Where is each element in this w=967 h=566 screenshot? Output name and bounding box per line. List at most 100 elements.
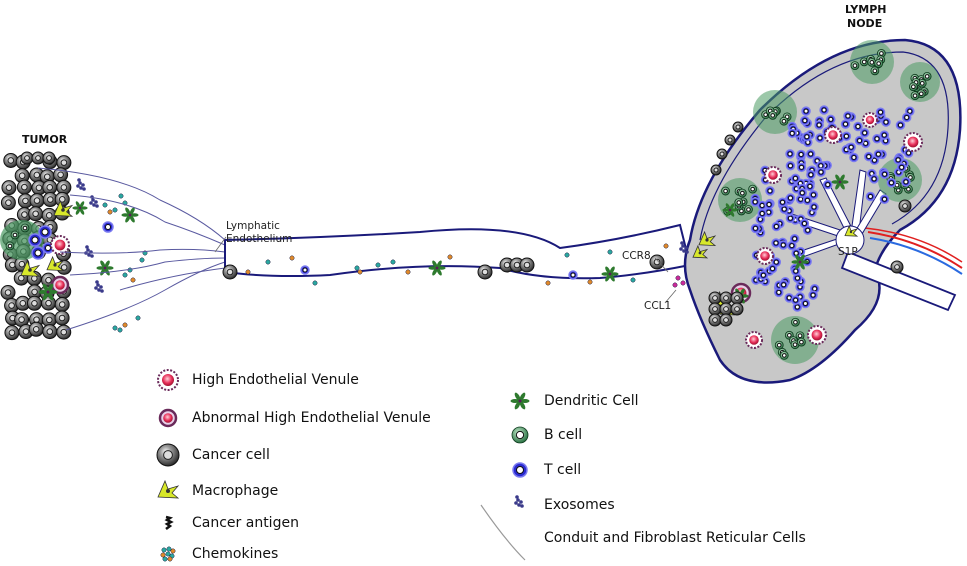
chemokine [354,265,360,271]
chemokine [166,546,172,552]
cancer-cell [42,324,58,340]
t-cell [785,193,796,203]
lymphatic-capillaries [37,167,226,331]
t-cell [816,167,826,177]
t-cell [806,169,816,180]
lymphatic-vessel [224,223,692,280]
cancer-cell [20,151,34,165]
macrophage [46,255,65,272]
t-cell [895,120,906,130]
b-cell [922,71,932,81]
b-cell [795,331,805,341]
high-endothelial-venule-icon [156,368,180,392]
hev [745,331,763,349]
macrophage [844,224,859,237]
chemokine [139,257,145,263]
t-cell [796,149,806,160]
t-cell [886,177,897,188]
cancer-cell [708,291,722,305]
legend-item-abnormal-hev: Abnormal High Endothelial Venule [156,406,431,430]
cancer-cell [710,164,722,176]
cancer-cell [54,191,70,207]
b-cell [737,188,747,198]
b-cell [874,59,884,68]
chemokine [390,259,396,265]
legend-item-macrophage: Macrophage [156,479,278,503]
cancer-cell [730,302,744,316]
t-cell [568,270,578,280]
t-cell [875,107,886,117]
cancer-cell [56,155,72,171]
legend-item-hev: High Endothelial Venule [156,368,359,392]
cancer-cell [26,295,42,311]
t-cell [800,298,811,309]
t-cell [38,225,52,239]
legend-item-b-cell: B cell [508,423,582,447]
cancer-antigen-icon [156,511,180,535]
chemokine [680,280,686,286]
t-cell [799,218,810,229]
lymphatic-endothelium-label-line2: Endothelium [226,233,293,245]
cancer-cell [13,270,29,286]
t-cell [823,179,833,190]
t-cell [787,128,797,139]
chemokine [357,269,363,275]
chemokine [165,551,171,557]
hev [50,235,70,255]
legend-item-conduit: Conduit and Fibroblast Reticular Cells [508,526,806,550]
cancer-cell [17,193,33,209]
exosome [679,241,689,254]
chemokine [161,547,167,553]
t-cell [809,202,819,212]
t-cell [790,173,801,184]
t-cell [859,128,870,138]
dendritic-cell [72,201,88,215]
b-cell [797,337,806,347]
t-cell [778,280,789,290]
legend-label: Abnormal High Endothelial Venule [192,410,431,426]
t-cell [901,177,911,187]
t-cell [814,120,824,130]
chemokine [102,202,108,208]
t-cell [300,265,310,275]
b-cell [867,57,877,67]
cancer-cell [708,302,722,316]
cancer-cell [477,264,493,280]
legend-label: Dendritic Cell [544,393,639,409]
t-cell [777,197,788,207]
t-cell [879,169,890,179]
legend-label: T cell [544,462,582,478]
lymph-node-title-line2: NODE [847,17,883,30]
cancer-cell [3,152,19,168]
dendritic-cell [428,260,446,276]
legend-item-t-cell: T cell [508,458,581,482]
cancer-cell [719,302,733,316]
cancer-cell [719,313,733,327]
lymphatic-endothelium-label-line1: Lymphatic [226,220,280,232]
hev [807,325,827,345]
t-cell [757,208,767,219]
cancer-cell [42,151,56,165]
dendritic-cell [831,174,849,190]
cancer-cell [27,284,43,300]
t-cell [800,115,810,126]
chemokine [587,279,593,285]
t-cell [31,246,45,260]
t-cell [815,133,825,143]
t-cell [843,111,853,121]
abnormal-hev [158,408,178,428]
cancer-cell [898,199,912,213]
t-cell [785,161,796,171]
b-cell [908,82,918,92]
medullary-sinuses [789,169,887,259]
b-cell [20,223,30,233]
t-cell [805,149,816,159]
cancer-cell [31,180,47,196]
ccl1-label: CCL1 [644,300,672,312]
exosome [84,245,94,258]
t-cell [796,162,807,173]
legend-label: Chemokines [192,546,279,562]
macrophage [20,259,41,277]
cancer-cell [54,297,70,313]
chemokine [112,207,118,213]
